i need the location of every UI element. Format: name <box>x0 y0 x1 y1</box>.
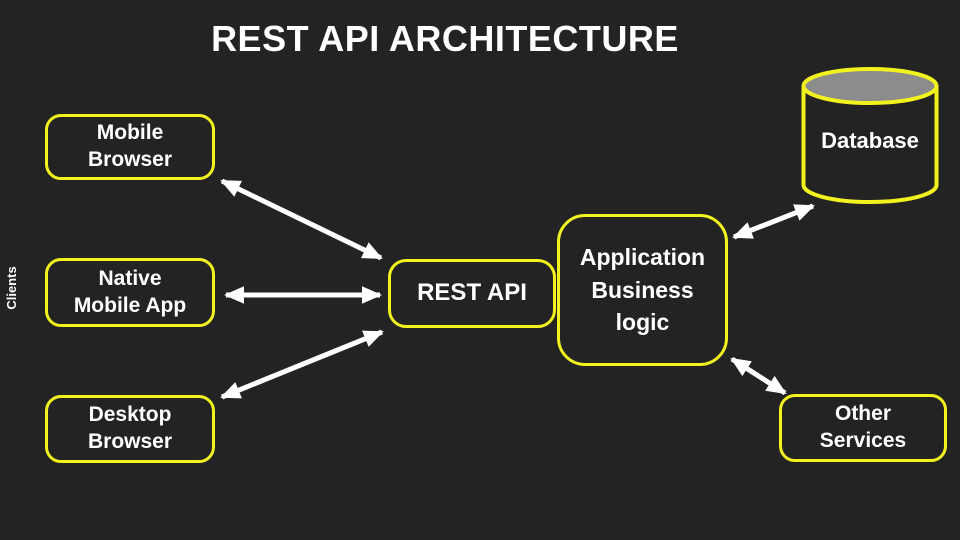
node-other-services-label: Other Services <box>819 402 907 452</box>
node-rest-api: REST API <box>388 259 556 328</box>
node-application-business-logic: Application Business logic <box>557 214 728 366</box>
node-database: Database <box>801 66 939 206</box>
page-title: REST API ARCHITECTURE <box>211 18 679 59</box>
node-native-mobile-app: Native Mobile App <box>45 258 215 327</box>
arrow-app-logic-database <box>732 203 815 240</box>
node-native-mobile-app-label: Native Mobile App <box>73 266 187 317</box>
database-cylinder-icon <box>801 67 939 204</box>
node-rest-api-label: REST API <box>417 279 527 307</box>
clients-group-label: Clients <box>4 266 19 310</box>
node-application-business-logic-label: Application Business logic <box>579 244 706 336</box>
node-mobile-browser-label: Mobile Browser <box>87 121 173 171</box>
arrow-mobile-browser-rest-api <box>220 178 383 261</box>
node-desktop-browser-label: Desktop Browser <box>87 403 173 453</box>
node-mobile-browser: Mobile Browser <box>45 114 215 180</box>
node-desktop-browser: Desktop Browser <box>45 395 215 463</box>
node-database-label: Database <box>821 128 919 153</box>
node-other-services: Other Services <box>779 394 947 462</box>
arrow-desktop-browser-rest-api <box>220 329 384 400</box>
arrow-app-logic-other-services <box>730 356 787 396</box>
